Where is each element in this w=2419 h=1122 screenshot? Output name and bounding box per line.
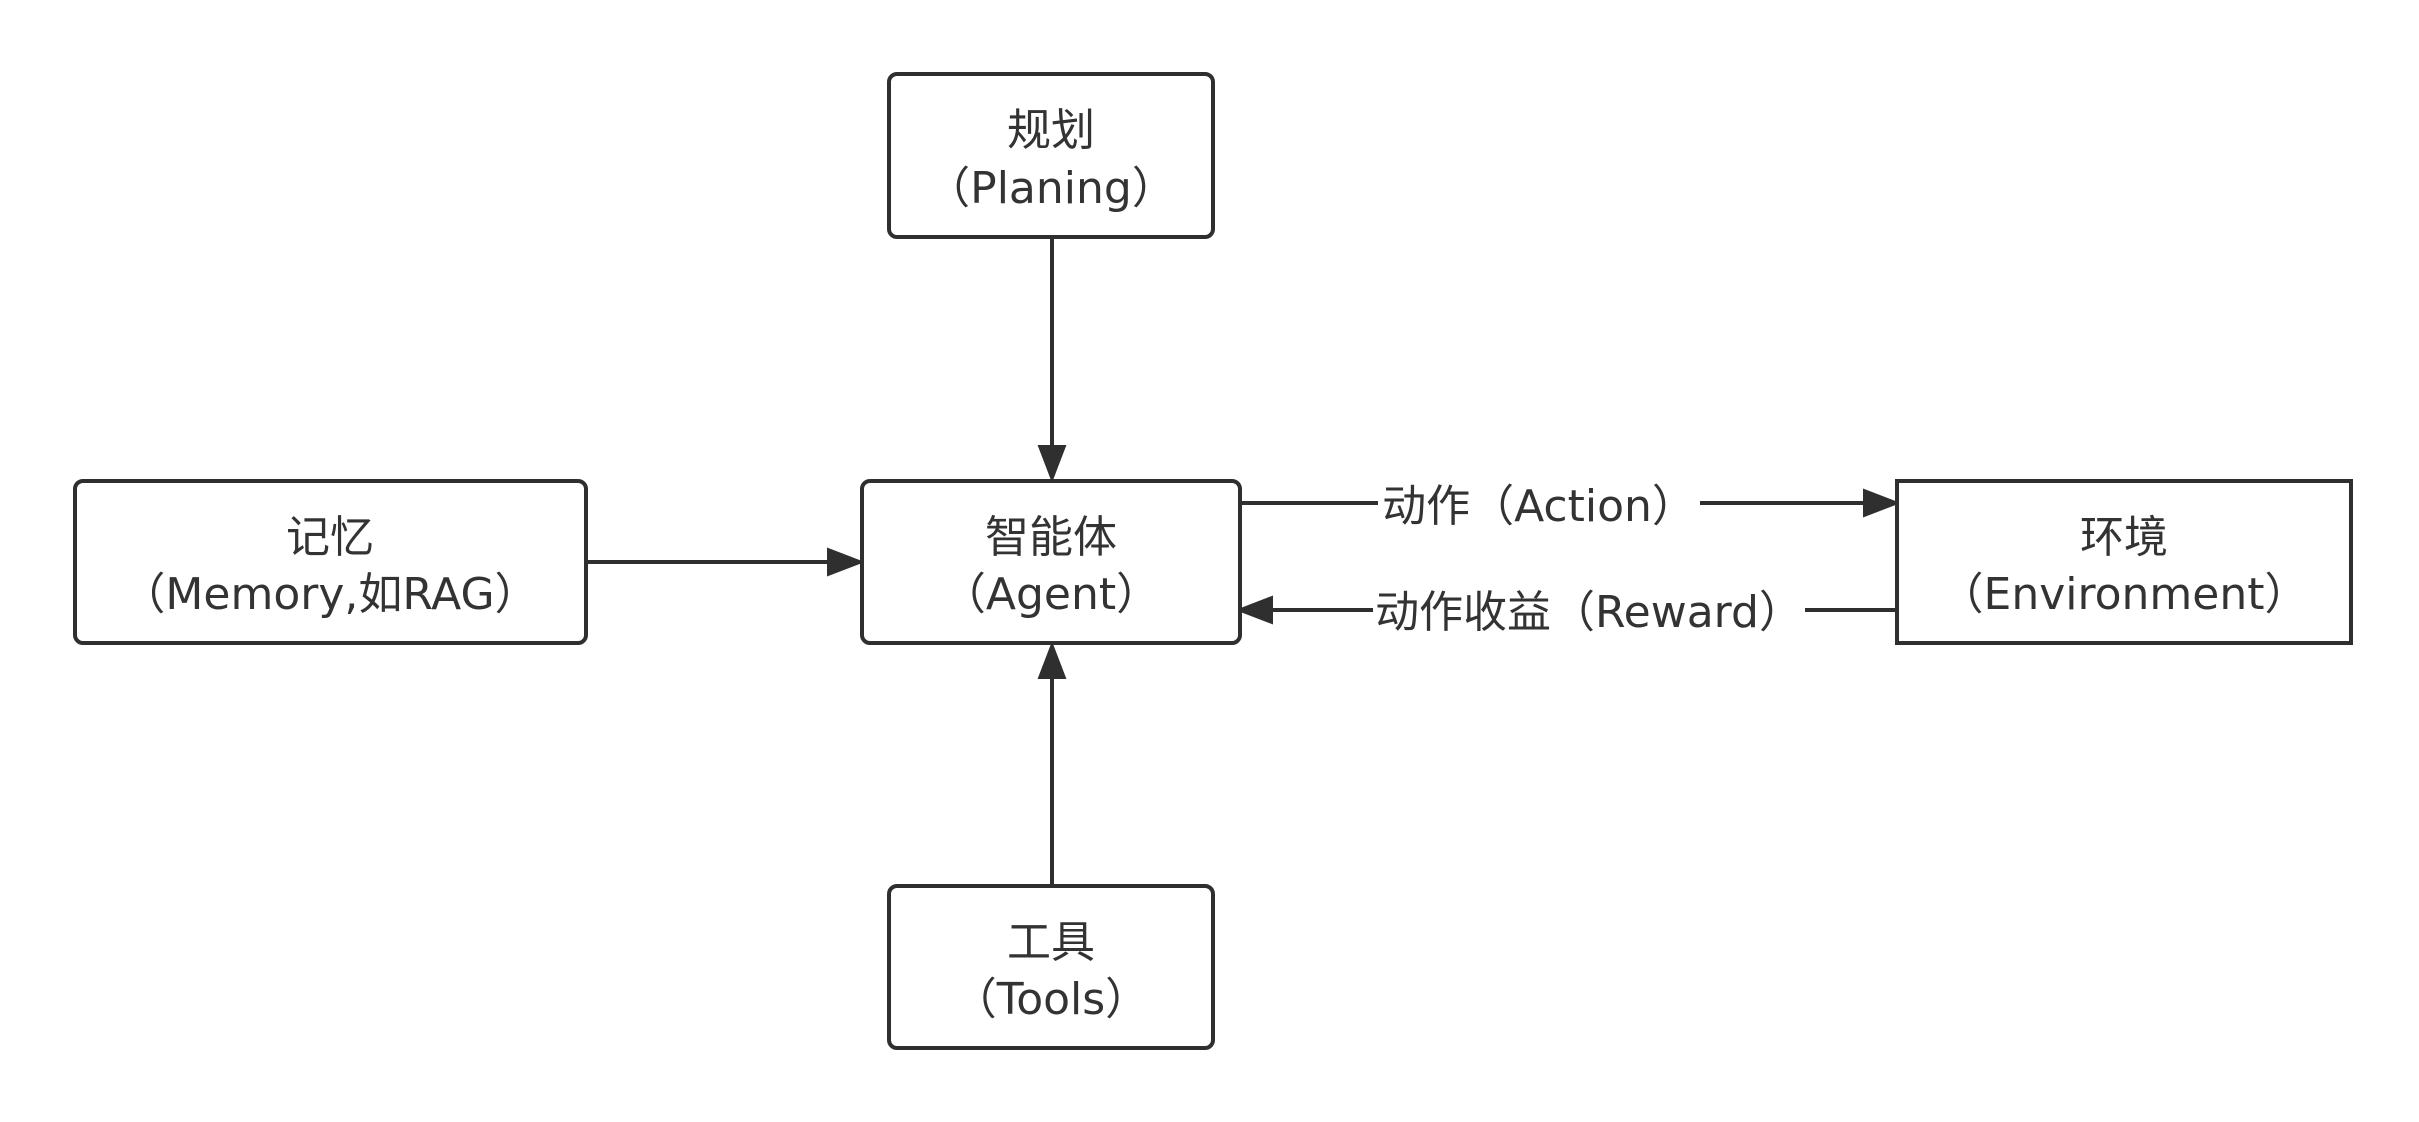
environment-node: 环境 （Environment）	[1895, 479, 2353, 645]
tools-to-agent-edge	[1037, 641, 1067, 885]
tools-subtitle: （Tools）	[953, 974, 1149, 1025]
memory-subtitle: （Memory,如RAG）	[121, 569, 538, 620]
reward-edge	[1235, 595, 1895, 625]
arrowhead-icon	[1235, 595, 1273, 625]
arrowhead-icon	[1863, 488, 1901, 518]
tools-title: 工具	[1007, 917, 1095, 968]
arrowhead-icon	[827, 547, 865, 577]
memory-to-agent-edge	[587, 547, 865, 577]
arrowhead-icon	[1037, 641, 1067, 679]
agent-node: 智能体 （Agent）	[860, 479, 1242, 645]
environment-subtitle: （Environment）	[1940, 569, 2309, 620]
planning-subtitle: （Planing）	[926, 163, 1176, 214]
memory-node: 记忆 （Memory,如RAG）	[73, 479, 588, 645]
action-edge	[1240, 488, 1901, 518]
arrowhead-icon	[1037, 445, 1067, 483]
planning-node: 规划 （Planing）	[887, 72, 1215, 239]
planning-title: 规划	[1007, 105, 1095, 156]
agent-subtitle: （Agent）	[942, 569, 1160, 620]
agent-title: 智能体	[985, 512, 1117, 563]
action-edge-label: 动作（Action）	[1382, 481, 1696, 532]
environment-title: 环境	[2080, 512, 2168, 563]
reward-edge-label: 动作收益（Reward）	[1375, 587, 1803, 638]
planning-to-agent-edge	[1037, 238, 1067, 483]
memory-title: 记忆	[286, 512, 374, 563]
tools-node: 工具 （Tools）	[887, 884, 1215, 1050]
